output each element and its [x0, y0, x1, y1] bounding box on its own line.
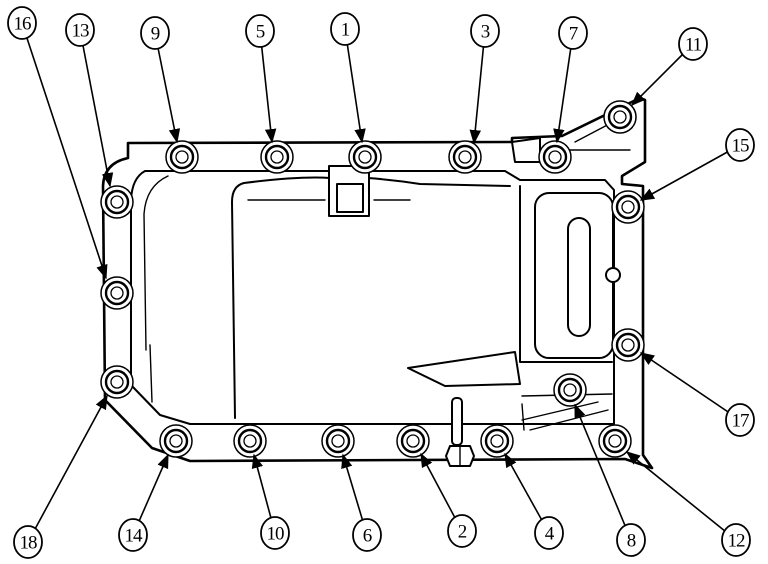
callout-label-3: 3: [481, 22, 490, 43]
callout-10: 10: [260, 516, 290, 550]
sump-wall-top: [243, 176, 511, 187]
callout-label-5: 5: [256, 22, 265, 43]
bolt-8: [553, 373, 587, 407]
callout-label-14: 14: [125, 526, 144, 547]
callout-label-4: 4: [545, 524, 555, 545]
callout-label-10: 10: [267, 524, 285, 545]
center-boss-inner: [336, 183, 364, 213]
callout-16: 16: [7, 6, 37, 40]
callout-5: 5: [245, 14, 275, 48]
bolt-2: [396, 424, 430, 458]
callout-label-2: 2: [458, 522, 467, 543]
callout-label-12: 12: [728, 531, 746, 552]
bolt-9: [165, 140, 199, 174]
bolt-15: [611, 190, 645, 224]
callout-label-11: 11: [685, 35, 702, 56]
callout-11: 11: [678, 27, 708, 61]
leader-line-8: [574, 403, 632, 541]
compartment-wall: [519, 185, 613, 363]
callouts: 1 2 3 4 5 6 7 8 9 10 11 12 13 14 15 16 1…: [7, 6, 755, 559]
leader-lines: [21, 22, 741, 543]
leader-line-12: [625, 451, 737, 541]
callout-label-18: 18: [20, 533, 38, 554]
callout-15: 15: [725, 128, 755, 162]
bolt-17: [611, 328, 645, 362]
sump-contour-left: [143, 175, 169, 403]
leader-line-17: [639, 352, 741, 421]
callout-8: 8: [616, 523, 646, 557]
leader-line-1: [344, 28, 366, 144]
callout-7: 7: [558, 16, 588, 50]
callout-13: 13: [65, 13, 95, 47]
bolt-13: [100, 185, 134, 219]
drain-plug: [445, 397, 475, 467]
leader-line-13: [79, 29, 114, 188]
bolt-16: [100, 276, 134, 310]
callout-17: 17: [725, 403, 755, 437]
callout-1: 1: [330, 12, 360, 46]
leader-line-16: [21, 22, 108, 280]
bolt-14: [159, 424, 193, 458]
callout-label-17: 17: [732, 411, 750, 432]
bolt-6: [321, 424, 355, 458]
bolt-7: [538, 140, 572, 174]
oil-ramp: [407, 351, 521, 387]
bolt-18: [100, 365, 134, 399]
callout-label-7: 7: [569, 24, 578, 45]
callout-4: 4: [534, 516, 564, 550]
baffle-slot: [567, 217, 591, 337]
callout-9: 9: [140, 16, 170, 50]
leader-line-18: [27, 394, 108, 543]
callout-label-15: 15: [732, 136, 750, 157]
callout-6: 6: [352, 518, 382, 552]
bolts: [100, 100, 645, 458]
bolt-4: [480, 424, 514, 458]
leader-line-5: [259, 30, 277, 144]
callout-14: 14: [118, 518, 148, 552]
bolt-10: [233, 424, 267, 458]
leader-line-15: [639, 144, 741, 201]
bolt-1: [348, 140, 382, 174]
callout-label-13: 13: [72, 21, 90, 42]
leader-line-7: [553, 32, 574, 144]
top-right-bracket: [511, 137, 541, 163]
callout-label-16: 16: [14, 14, 32, 35]
callout-label-9: 9: [151, 24, 160, 45]
callout-3: 3: [470, 14, 500, 48]
callout-2: 2: [447, 514, 477, 548]
oil-pan: [101, 96, 654, 470]
callout-18: 18: [13, 525, 43, 559]
sump-wall-left: [231, 182, 245, 419]
leader-line-3: [469, 30, 486, 145]
bolt-3: [448, 140, 482, 174]
callout-label-1: 1: [341, 20, 350, 41]
compartment-notch: [605, 267, 621, 283]
leader-line-9: [154, 32, 181, 144]
bolt-5: [260, 140, 294, 174]
callout-12: 12: [721, 523, 751, 557]
callout-label-8: 8: [627, 531, 636, 552]
bolt-12: [598, 424, 632, 458]
bolt-11: [603, 100, 637, 134]
callout-label-6: 6: [363, 526, 372, 547]
